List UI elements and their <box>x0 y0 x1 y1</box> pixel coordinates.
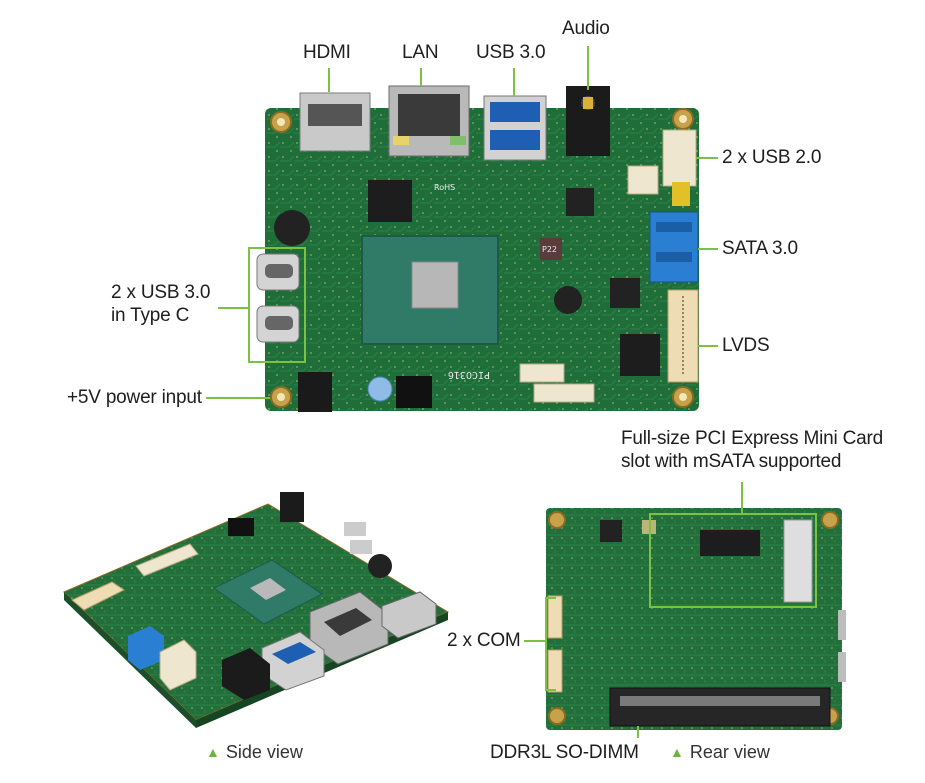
label-audio: Audio <box>562 18 610 39</box>
triangle-up-icon: ▲ <box>206 744 220 760</box>
label-typec-line2: in Type C <box>111 304 190 326</box>
label-typec: 2 x USB 3.0 in Type C <box>111 282 210 328</box>
silk-p22: P22 <box>542 245 557 254</box>
silk-rohs: RoHS <box>434 183 455 192</box>
label-typec-line1: 2 x USB 3.0 <box>111 282 211 303</box>
label-dimm: DDR3L SO-DIMM <box>490 742 639 763</box>
side-view-board <box>63 492 450 728</box>
rear-view-board <box>545 508 846 730</box>
label-power: +5V power input <box>67 387 202 408</box>
caption-side-view-text: Side view <box>225 742 303 762</box>
label-usb20: 2 x USB 2.0 <box>722 147 822 168</box>
triangle-up-icon: ▲ <box>670 744 684 760</box>
label-lan: LAN <box>402 42 439 63</box>
label-lvds: LVDS <box>722 335 770 356</box>
label-sata: SATA 3.0 <box>722 238 798 259</box>
label-hdmi: HDMI <box>303 42 351 63</box>
label-pcie-line1: Full-size PCI Express Mini Card <box>621 428 883 449</box>
caption-rear-view: ▲ Rear view <box>670 742 770 763</box>
label-com: 2 x COM <box>447 630 521 651</box>
label-pcie: Full-size PCI Express Mini Card slot wit… <box>621 428 883 474</box>
label-usb30: USB 3.0 <box>476 42 546 63</box>
caption-side-view: ▲ Side view <box>206 742 303 763</box>
silk-model: PICO316 <box>448 369 490 380</box>
top-view-board <box>248 85 699 412</box>
label-pcie-line2: slot with mSATA supported <box>621 450 842 472</box>
caption-rear-view-text: Rear view <box>689 742 770 762</box>
leader-lines <box>206 46 743 738</box>
